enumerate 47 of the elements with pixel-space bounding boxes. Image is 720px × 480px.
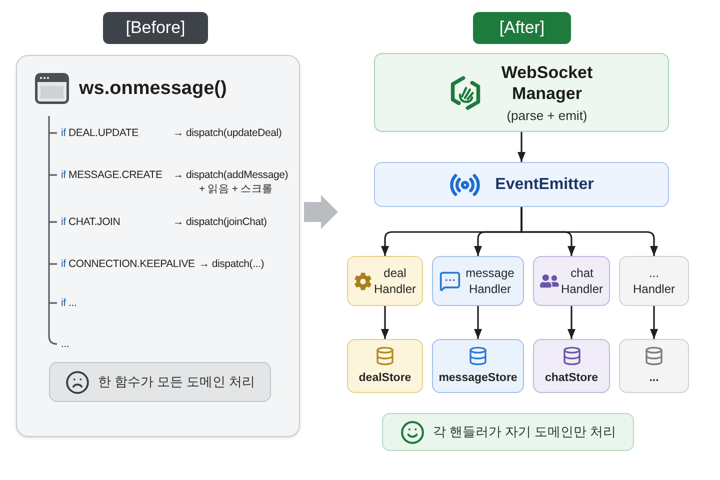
section-tag — [473, 12, 571, 44]
section-heading: [Before] — [126, 18, 186, 38]
condition-text: if ... — [61, 296, 77, 310]
store-card — [619, 339, 689, 393]
component-subtitle: (parse + emit) — [506, 108, 588, 124]
store-label: dealStore — [358, 371, 412, 386]
section-heading: [After] — [499, 18, 545, 38]
dispatch-call-text: → dispatch(updateDeal) — [173, 126, 283, 140]
handler-label: chat Handler — [560, 265, 603, 297]
condition-text: if DEAL.UPDATE — [61, 126, 140, 140]
handler-label: message Handler — [466, 265, 514, 297]
dispatch-call-text: → dispatch(...) — [198, 257, 265, 271]
store-label: ... — [649, 371, 659, 386]
handler-card — [432, 256, 524, 306]
component-title: EventEmitter — [495, 174, 594, 194]
note-text: 한 함수가 모든 도메인 처리 — [98, 373, 256, 391]
handler-card — [347, 256, 423, 306]
condition-text: if MESSAGE.CREATE — [61, 168, 164, 182]
store-label: messageStore — [438, 371, 518, 386]
store-card — [347, 339, 423, 393]
handler-label: deal Handler — [374, 265, 416, 297]
store-card — [533, 339, 610, 393]
handler-card — [533, 256, 610, 306]
handler-card — [619, 256, 689, 306]
condition-text: if CONNECTION.KEEPALIVE — [61, 257, 195, 271]
handler-label: ... Handler — [632, 265, 675, 297]
note-callout — [382, 413, 634, 451]
arrow — [650, 306, 658, 339]
arrow — [518, 132, 526, 162]
code-panel — [16, 55, 300, 437]
arrow — [520, 207, 658, 256]
dispatch-call-text: → dispatch(joinChat) — [173, 215, 268, 229]
component-title: WebSocket Manager — [501, 62, 593, 104]
store-card — [432, 339, 524, 393]
arrow — [474, 306, 482, 339]
condition-text: ... — [61, 337, 70, 351]
function-name: ws.onmessage() — [79, 77, 227, 101]
component-card — [374, 53, 669, 132]
arrow — [568, 306, 576, 339]
store-label: chatStore — [544, 371, 598, 386]
arrow — [381, 306, 389, 339]
condition-text: if CHAT.JOIN — [61, 215, 122, 229]
dispatch-call-text: → dispatch(addMessage) + 읽음 + 스크롤 — [173, 168, 290, 196]
note-text: 각 핸들러가 자기 도메인만 처리 — [432, 423, 616, 441]
component-card — [374, 162, 669, 207]
section-tag — [103, 12, 208, 44]
note-callout — [49, 362, 271, 402]
